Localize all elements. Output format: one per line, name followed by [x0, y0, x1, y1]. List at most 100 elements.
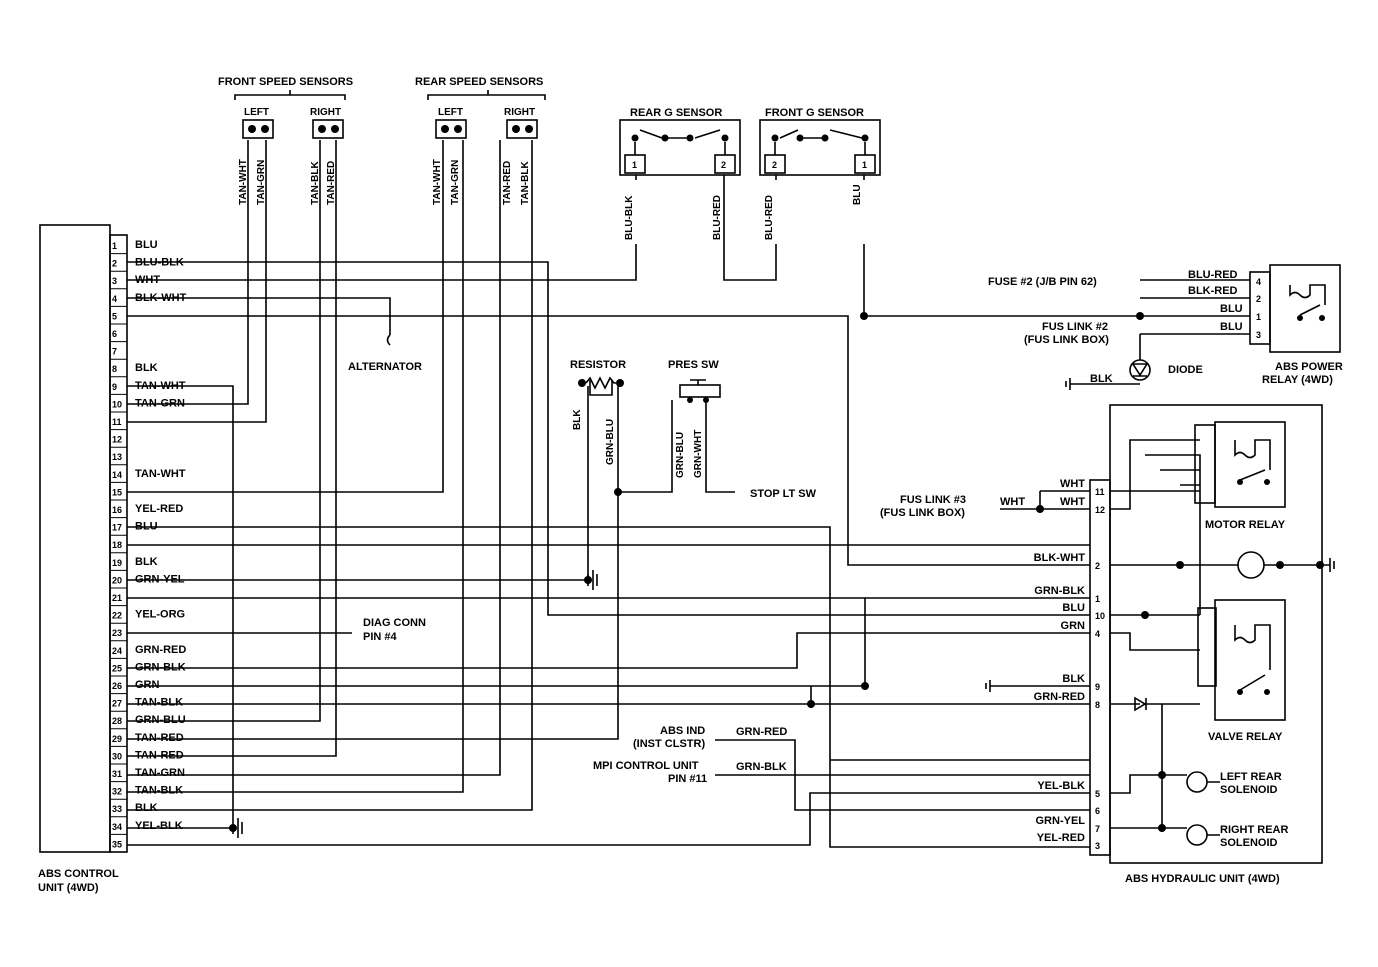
front-speed-sensors-title: FRONT SPEED SENSORS [218, 76, 353, 88]
ecu-pin-number: 23 [112, 628, 122, 638]
hu-pin-number: 1 [1095, 594, 1100, 604]
abs-control-unit: 1234567891011121314151617181920212223242… [38, 224, 187, 894]
rear-wire-3: TAN-RED [502, 161, 513, 205]
hu-wire-label: GRN-RED [1034, 691, 1085, 703]
ecu-pin-number: 14 [112, 470, 122, 480]
front-g-sensor: FRONT G SENSOR 2 1 BLU-RED BLU [759, 107, 881, 240]
rear-g-wire1: BLU-BLK [624, 195, 635, 240]
front-wire-2: TAN-GRN [256, 160, 267, 205]
left-solenoid-line1: LEFT REAR [1220, 771, 1282, 783]
ecu-wire-label: TAN-RED [135, 732, 184, 744]
abs-power-relay: FUSE #2 (J/B PIN 62) BLU-RED BLK-RED BLU… [988, 264, 1343, 390]
ecu-wire-label: TAN-WHT [135, 468, 186, 480]
power-wire-1: BLU-RED [1188, 269, 1238, 281]
resistor: RESISTOR BLK GRN-BLU [570, 359, 626, 465]
ecu-pin-number: 10 [112, 399, 122, 409]
power-wire-3: BLU [1220, 303, 1243, 315]
front-g-wire2: BLU-RED [764, 195, 775, 240]
ecu-pin-number: 35 [112, 839, 122, 849]
hu-pin-number: 9 [1095, 682, 1100, 692]
motor-relay-label: MOTOR RELAY [1205, 519, 1286, 531]
ecu-pin-number: 30 [112, 751, 122, 761]
ecu-wire-label: YEL-RED [135, 503, 183, 515]
ecu-wire-label: TAN-BLK [135, 697, 183, 709]
ecu-title-line1: ABS CONTROL [38, 868, 119, 880]
ecu-pin-number: 18 [112, 540, 122, 550]
ecu-pin-number: 27 [112, 699, 122, 709]
mpi-line2: PIN #11 [668, 773, 707, 785]
rear-g-wire2: BLU-RED [712, 195, 723, 240]
ground-symbols [232, 570, 991, 838]
right-solenoid-line1: RIGHT REAR [1220, 824, 1289, 836]
hu-wire-label: GRN-YEL [1036, 815, 1086, 827]
power-relay-title2: RELAY (4WD) [1262, 374, 1333, 386]
rear-right-label: RIGHT [504, 107, 535, 118]
hu-wire-label: WHT [1060, 478, 1085, 490]
rear-wire-4: TAN-BLK [520, 161, 531, 205]
ecu-wire-label: BLK [135, 362, 158, 374]
ecu-wire-label: TAN-BLK [135, 785, 183, 797]
abs-hydraulic-unit: 11WHT12WHT2BLK-WHT1GRN-BLK10BLU4GRN9BLK8… [880, 404, 1335, 885]
ecu-pin-number: 1 [112, 241, 117, 251]
ecu-pin-number: 24 [112, 646, 122, 656]
ecu-wire-label: GRN [135, 679, 160, 691]
pres-sw-wire1: GRN-BLU [675, 432, 686, 478]
power-wire-2: BLK-RED [1188, 285, 1238, 297]
ecu-title-line2: UNIT (4WD) [38, 882, 99, 894]
hu-wire-label: BLK-WHT [1034, 552, 1086, 564]
rear-g-pin1: 1 [632, 160, 637, 170]
front-g-pin2: 2 [772, 160, 777, 170]
ecu-wire-label: BLK [135, 556, 158, 568]
right-solenoid-line2: SOLENOID [1220, 837, 1278, 849]
hu-pin-number: 3 [1095, 841, 1100, 851]
ecu-pin-number: 21 [112, 593, 122, 603]
ecu-wire-label: TAN-GRN [135, 767, 185, 779]
fus-link3-line1: FUS LINK #3 [900, 494, 966, 506]
resistor-title: RESISTOR [570, 359, 626, 371]
ecu-wire-label: GRN-RED [135, 644, 186, 656]
ecu-wire-label: BLU [135, 239, 158, 251]
ecu-pin-number: 6 [112, 329, 117, 339]
hu-wire-label: WHT [1060, 496, 1085, 508]
rear-wire-2: TAN-GRN [450, 160, 461, 205]
front-g-pin1: 1 [862, 160, 867, 170]
ecu-pin-number: 20 [112, 575, 122, 585]
fus-link3-wht: WHT [1000, 496, 1025, 508]
ecu-pin-number: 22 [112, 611, 122, 621]
ecu-pin-number: 11 [112, 417, 122, 427]
hu-wire-label: BLK [1062, 673, 1085, 685]
hu-pin-number: 8 [1095, 700, 1100, 710]
front-wire-3: TAN-BLK [310, 161, 321, 205]
mpi-line1: MPI CONTROL UNIT [593, 760, 699, 772]
power-wire-4: BLU [1220, 321, 1243, 333]
ecu-pin-number: 9 [112, 382, 117, 392]
junction-dots [229, 312, 1324, 832]
hu-pin-number: 10 [1095, 611, 1105, 621]
power-pin-4: 4 [1256, 277, 1261, 287]
hu-wire-label: YEL-BLK [1037, 780, 1085, 792]
ecu-pin-number: 7 [112, 347, 117, 357]
stop-lt-sw-label: STOP LT SW [750, 488, 817, 500]
hu-pin-number: 7 [1095, 824, 1100, 834]
front-g-wire1: BLU [852, 184, 863, 205]
ecu-wire-label: BLK [135, 802, 158, 814]
ecu-pin-number: 13 [112, 452, 122, 462]
front-right-label: RIGHT [310, 107, 341, 118]
hu-pin-number: 2 [1095, 561, 1100, 571]
ecu-pin-number: 15 [112, 487, 122, 497]
ecu-pin-number: 12 [112, 435, 122, 445]
ecu-pin-number: 8 [112, 364, 117, 374]
abs-ind-line1: ABS IND [660, 725, 705, 737]
fus-link2-line2: (FUS LINK BOX) [1024, 334, 1109, 346]
alternator-label: ALTERNATOR [348, 361, 422, 373]
rear-speed-sensors-title: REAR SPEED SENSORS [415, 76, 543, 88]
fuse2-label: FUSE #2 (J/B PIN 62) [988, 276, 1097, 288]
diode-label: DIODE [1168, 364, 1203, 376]
front-wire-1: TAN-WHT [238, 159, 249, 205]
hu-pin-number: 6 [1095, 806, 1100, 816]
ecu-wire-label: YEL-ORG [135, 609, 185, 621]
left-solenoid-line2: SOLENOID [1220, 784, 1278, 796]
ecu-pin-number: 32 [112, 787, 122, 797]
ecu-wire-label: YEL-BLK [135, 820, 183, 832]
